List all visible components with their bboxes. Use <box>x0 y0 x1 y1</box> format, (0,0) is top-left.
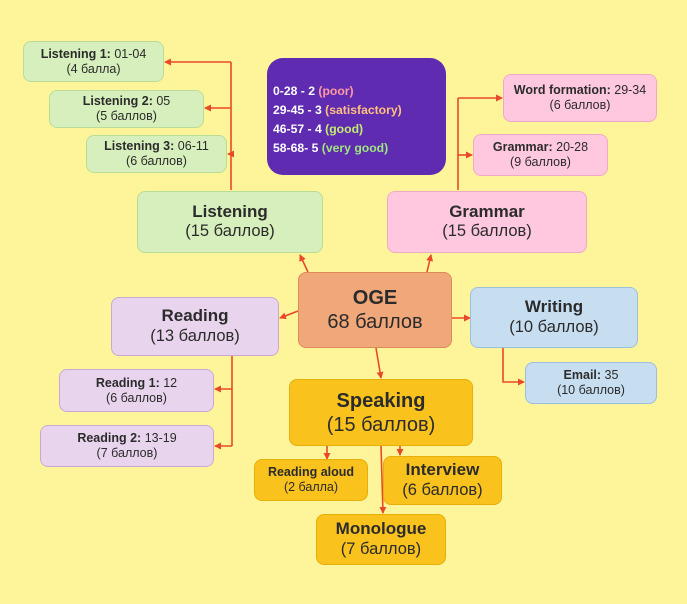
node-points: (6 баллов) <box>126 154 187 168</box>
node-subtitle: (6 баллов) <box>402 480 483 499</box>
monologue-node: Monologue (7 баллов) <box>316 514 446 565</box>
node-subtitle: (15 баллов) <box>185 222 275 241</box>
node-name: Listening 3: <box>104 139 175 153</box>
legend-row: 0-28 - 2 (poor) <box>273 82 446 101</box>
node-name: Word formation: <box>513 83 611 97</box>
speaking-node: Speaking (15 баллов) <box>289 379 473 446</box>
legend-range: 58-68- 5 <box>273 141 319 155</box>
listening-1-node: Listening 1: 01-04 (4 балла) <box>23 41 164 82</box>
node-name: Reading 1: <box>95 375 160 390</box>
node-points: (9 баллов) <box>510 155 571 169</box>
node-range: 29-34 <box>610 83 647 97</box>
legend-range: 46-57 - 4 <box>273 122 322 136</box>
node-range: 20-28 <box>552 140 589 154</box>
node-subtitle: (15 баллов) <box>326 413 436 436</box>
node-range: 05 <box>152 94 171 108</box>
legend-row: 46-57 - 4 (good) <box>273 120 446 139</box>
oge-center-node: OGE 68 баллов <box>298 272 452 348</box>
node-name: Reading 2: <box>77 431 142 445</box>
legend-grade: (satisfactory) <box>325 103 402 117</box>
edge-oge-grammar <box>426 254 434 273</box>
reading-2-node: Reading 2: 13-19 (7 баллов) <box>40 425 214 467</box>
edge-oge-reading <box>279 310 299 320</box>
node-points: (6 баллов) <box>549 98 611 112</box>
node-name: Email: <box>563 368 602 382</box>
node-points: (5 баллов) <box>96 109 157 123</box>
legend-grade: (poor) <box>318 84 354 98</box>
node-range: 35 <box>601 368 619 382</box>
reading-aloud-node: Reading aloud (2 балла) <box>254 459 368 501</box>
node-title: OGE <box>352 287 398 309</box>
node-points: (7 баллов) <box>96 446 158 460</box>
grade-legend: 0-28 - 2 (poor) 29-45 - 3 (satisfactory)… <box>267 58 446 175</box>
interview-node: Interview (6 баллов) <box>383 456 502 505</box>
node-subtitle: (13 баллов) <box>150 326 240 345</box>
email-node: Email: 35 (10 баллов) <box>525 362 657 404</box>
node-title: Grammar <box>449 201 525 221</box>
grammar-node: Grammar (15 баллов) <box>387 191 587 253</box>
node-points: (2 балла) <box>283 480 339 494</box>
legend-row: 58-68- 5 (very good) <box>273 139 446 158</box>
reading-1-node: Reading 1: 12 (6 баллов) <box>59 369 214 412</box>
node-subtitle: 68 баллов <box>327 311 423 333</box>
node-title: Writing <box>524 297 584 317</box>
legend-grade: (very good) <box>321 141 389 155</box>
listening-2-node: Listening 2: 05 (5 баллов) <box>49 90 204 128</box>
edge-oge-speaking <box>375 347 384 379</box>
grammar-tasks-node: Grammar: 20-28 (9 баллов) <box>473 134 608 176</box>
legend-range: 29-45 - 3 <box>273 103 322 117</box>
node-name: Grammar: <box>492 140 553 154</box>
node-title: Listening <box>192 201 268 221</box>
node-range: 06-11 <box>174 139 209 153</box>
node-points: (4 балла) <box>66 61 121 76</box>
node-subtitle: (10 баллов) <box>509 317 599 336</box>
listening-node: Listening (15 баллов) <box>137 191 323 253</box>
node-title: Interview <box>405 460 480 480</box>
writing-node: Writing (10 баллов) <box>470 287 638 348</box>
node-range: 12 <box>159 375 178 390</box>
listening-3-node: Listening 3: 06-11 (6 баллов) <box>86 135 227 173</box>
node-name: Listening 1: <box>40 46 111 61</box>
node-points: (10 баллов) <box>557 383 625 397</box>
node-subtitle: (7 баллов) <box>340 539 422 558</box>
legend-grade: (good) <box>325 122 364 136</box>
legend-range: 0-28 - 2 <box>273 84 316 98</box>
node-range: 13-19 <box>141 431 177 445</box>
node-name: Reading aloud <box>267 465 355 479</box>
word-formation-node: Word formation: 29-34 (6 баллов) <box>503 74 657 122</box>
node-title: Reading <box>161 306 229 326</box>
node-title: Monologue <box>335 519 427 539</box>
node-range: 01-04 <box>110 46 147 61</box>
edge-oge-listening <box>299 254 309 273</box>
node-title: Speaking <box>336 389 426 412</box>
legend-row: 29-45 - 3 (satisfactory) <box>273 101 446 120</box>
node-points: (6 баллов) <box>106 390 167 405</box>
edge-writing-email <box>502 348 525 386</box>
node-name: Listening 2: <box>82 94 153 108</box>
reading-node: Reading (13 баллов) <box>111 297 279 356</box>
node-subtitle: (15 баллов) <box>442 222 532 241</box>
